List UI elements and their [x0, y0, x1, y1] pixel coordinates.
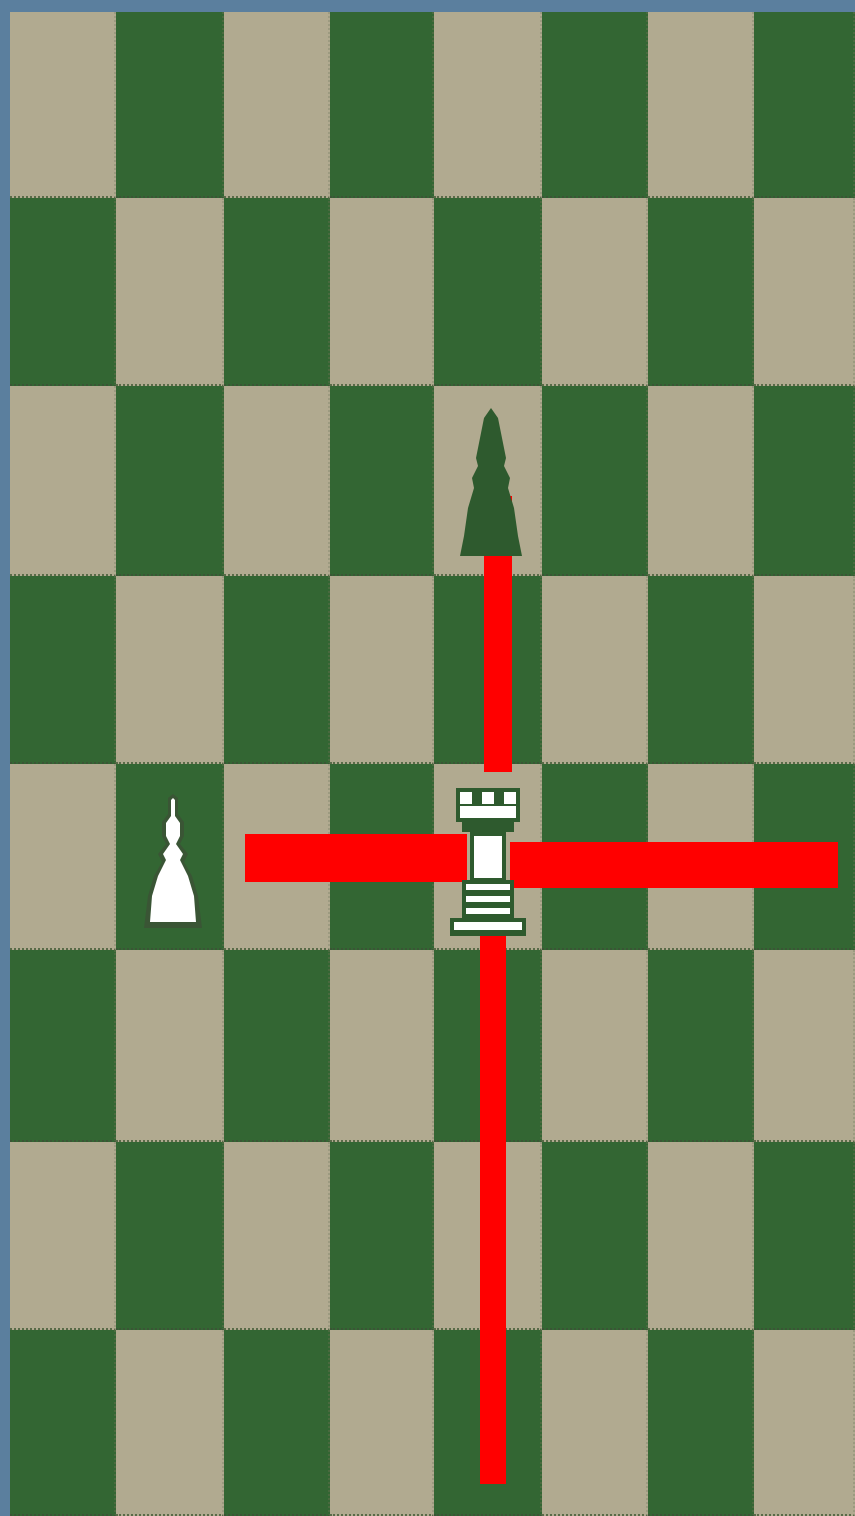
- board-square[interactable]: [224, 576, 330, 764]
- board-square[interactable]: [754, 1330, 855, 1516]
- board-square[interactable]: [434, 12, 542, 198]
- rook-icon: [448, 786, 528, 942]
- board-square[interactable]: [10, 1330, 116, 1516]
- board-square[interactable]: [330, 198, 434, 386]
- board-square[interactable]: [224, 386, 330, 576]
- chess-board: [10, 12, 855, 1516]
- bishop-icon: [138, 792, 208, 932]
- board-square[interactable]: [754, 386, 855, 576]
- board-square[interactable]: [754, 950, 855, 1142]
- board-square[interactable]: [648, 1330, 754, 1516]
- board-square[interactable]: [224, 1330, 330, 1516]
- board-square[interactable]: [754, 1142, 855, 1330]
- board-square[interactable]: [116, 1330, 224, 1516]
- board-square[interactable]: [648, 198, 754, 386]
- board-square[interactable]: [542, 950, 648, 1142]
- board-square[interactable]: [116, 12, 224, 198]
- black-bishop[interactable]: [456, 408, 526, 562]
- white-bishop[interactable]: [138, 792, 208, 936]
- board-square[interactable]: [330, 576, 434, 764]
- board-square[interactable]: [542, 12, 648, 198]
- board-square[interactable]: [330, 1330, 434, 1516]
- board-square[interactable]: [542, 1330, 648, 1516]
- board-square[interactable]: [648, 576, 754, 764]
- board-square[interactable]: [116, 950, 224, 1142]
- board-square[interactable]: [116, 198, 224, 386]
- move-arrow-right: [510, 842, 838, 888]
- board-square[interactable]: [648, 12, 754, 198]
- board-square[interactable]: [116, 1142, 224, 1330]
- board-square[interactable]: [754, 198, 855, 386]
- board-square[interactable]: [116, 576, 224, 764]
- board-square[interactable]: [10, 1142, 116, 1330]
- board-square[interactable]: [10, 12, 116, 198]
- board-square[interactable]: [224, 198, 330, 386]
- board-square[interactable]: [434, 198, 542, 386]
- board-square[interactable]: [330, 386, 434, 576]
- board-square[interactable]: [10, 764, 116, 950]
- board-square[interactable]: [754, 12, 855, 198]
- board-square[interactable]: [542, 386, 648, 576]
- board-square[interactable]: [330, 950, 434, 1142]
- board-square[interactable]: [648, 386, 754, 576]
- board-square[interactable]: [330, 12, 434, 198]
- move-arrow-down: [480, 934, 506, 1484]
- board-square[interactable]: [648, 950, 754, 1142]
- board-square[interactable]: [224, 1142, 330, 1330]
- board-square[interactable]: [224, 950, 330, 1142]
- board-square[interactable]: [754, 576, 855, 764]
- white-rook[interactable]: [448, 786, 528, 946]
- board-square[interactable]: [116, 386, 224, 576]
- board-square[interactable]: [10, 950, 116, 1142]
- bishop-icon: [456, 408, 526, 558]
- board-square[interactable]: [330, 1142, 434, 1330]
- board-square[interactable]: [648, 1142, 754, 1330]
- board-square[interactable]: [542, 1142, 648, 1330]
- board-square[interactable]: [10, 198, 116, 386]
- board-square[interactable]: [224, 12, 330, 198]
- move-arrow-left: [245, 834, 467, 882]
- board-square[interactable]: [542, 576, 648, 764]
- board-square[interactable]: [10, 576, 116, 764]
- board-square[interactable]: [542, 198, 648, 386]
- board-square[interactable]: [10, 386, 116, 576]
